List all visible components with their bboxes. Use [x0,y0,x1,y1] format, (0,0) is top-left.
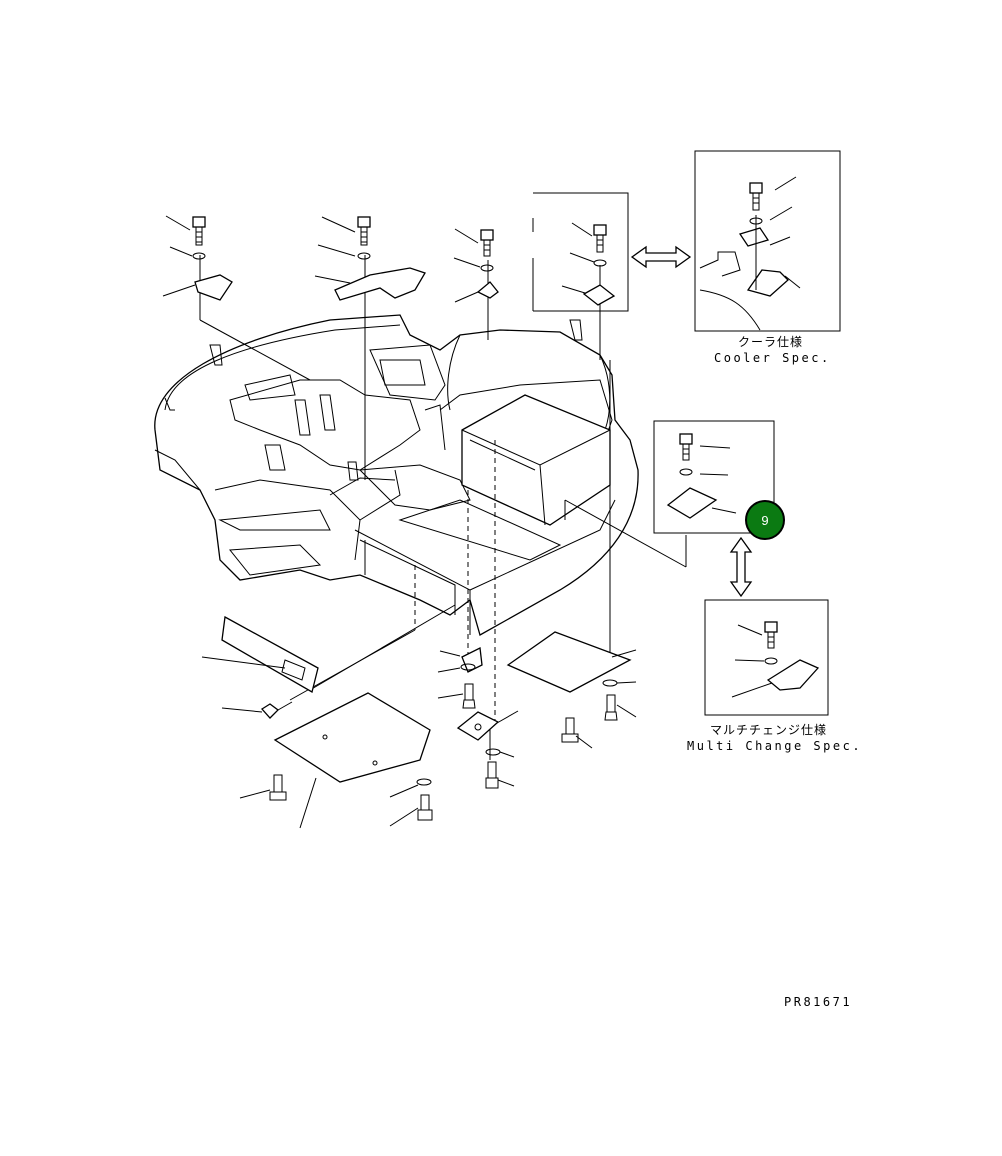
multi-change-spec-inset [704,599,829,716]
cooler-spec-title-jp: クーラ仕様 [738,335,804,349]
part-callout-9[interactable]: 9 [745,500,785,540]
double-arrow-horizontal [630,245,692,269]
cover-group-right [453,228,499,303]
revolving-frame [154,314,639,636]
multi-change-spec-title-en: Multi Change Spec. [687,739,863,753]
double-arrow-vertical [729,536,753,598]
multi-change-spec-title-jp: マルチチェンジ仕様 [710,723,828,737]
cooler-spec-inset [694,150,841,332]
drawing-code: PR81671 [784,995,853,1009]
assembly-lines [199,255,687,760]
bracket-group [532,192,629,312]
cover-group-left [162,215,233,301]
small-cover-inset [653,420,775,534]
lower-covers [201,615,637,829]
cooler-spec-title-en: Cooler Spec. [714,351,831,365]
cover-group-center [314,216,426,301]
